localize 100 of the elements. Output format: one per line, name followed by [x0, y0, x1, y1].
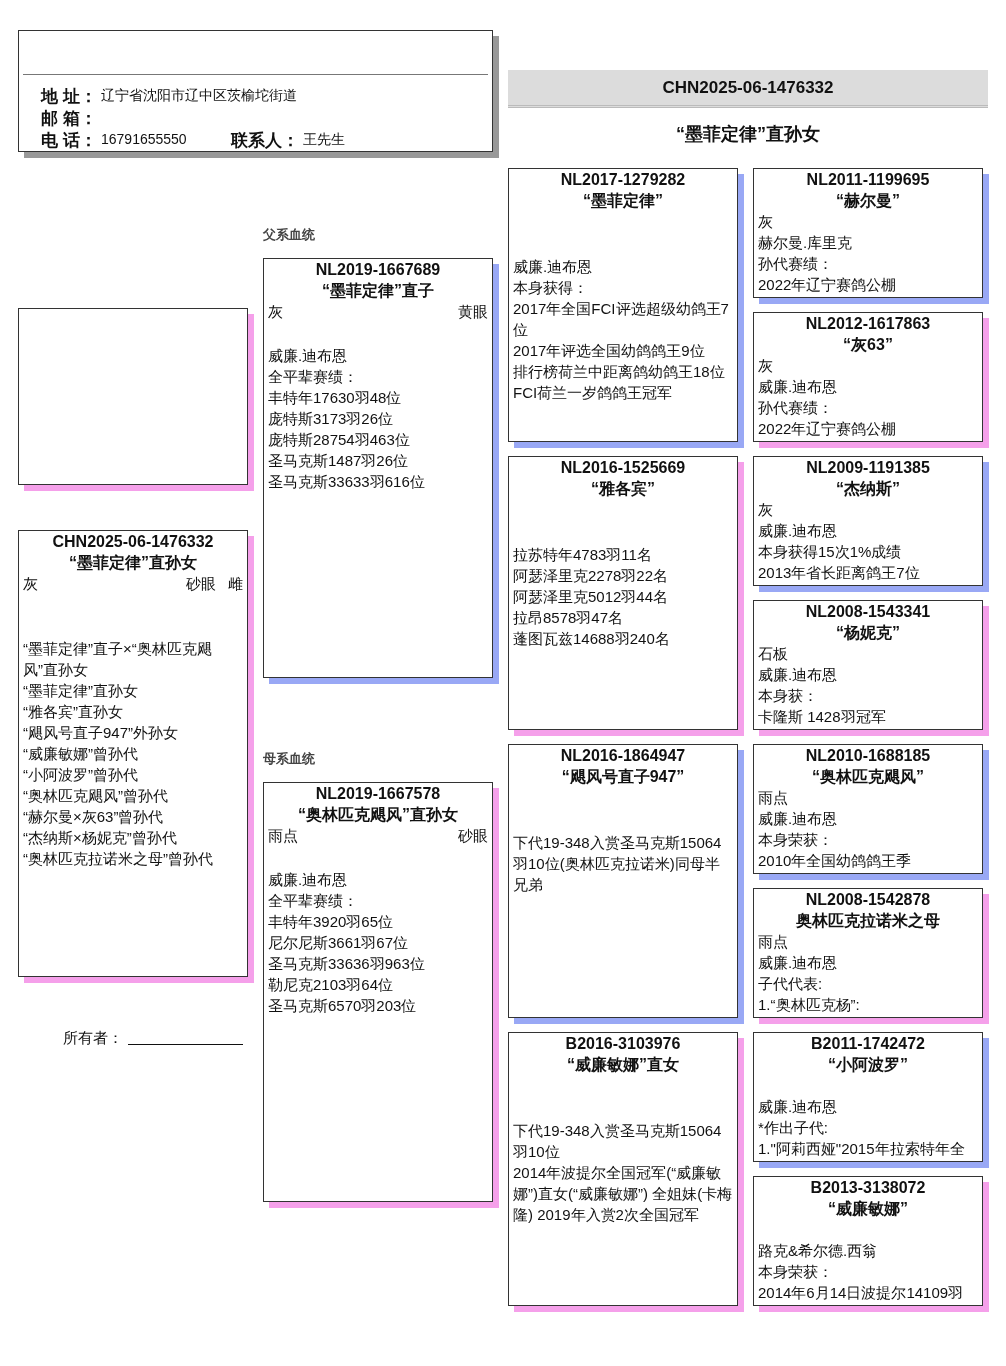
- pigeon-name: “赫尔曼”: [835, 191, 901, 211]
- card-text: 威廉.迪布恩: [267, 346, 349, 366]
- card-text: 本身获得15次1%成绩: [757, 542, 903, 562]
- card-text: 灰: [757, 500, 774, 520]
- ring-number: NL2008-1542878: [804, 890, 932, 910]
- card-text: 1."阿莉西娅"2015年拉索特年全: [757, 1139, 966, 1159]
- card-text: 威廉.迪布恩: [757, 665, 839, 685]
- ring-number: NL2016-1525669: [559, 458, 687, 478]
- pedigree-card: [753, 168, 983, 298]
- pedigree-card: [18, 530, 248, 977]
- pedigree-card: [508, 456, 738, 730]
- card-text: 子代代表:: [757, 974, 824, 994]
- ring-number: NL2016-1864947: [559, 746, 687, 766]
- pigeon-name: “奥林匹克飓风”: [811, 767, 925, 787]
- card-text: 威廉.迪布恩: [757, 521, 839, 541]
- pedigree-card: [263, 782, 493, 1202]
- card-text: 2014年波提尔全国冠军(“威廉敏娜”)直女(“威廉敏娜”) 全姐妹(卡梅隆) 2019年入赏2次全国冠军: [512, 1163, 734, 1225]
- card-text: 灰: [268, 302, 283, 322]
- card-text: 本身获得：: [512, 278, 589, 298]
- field-label: 邮 箱：: [41, 108, 97, 130]
- card-text: 威廉.迪布恩: [757, 809, 839, 829]
- pigeon-name: “威廉敏娜”直女: [566, 1055, 680, 1075]
- card-text: 赫尔曼.库里克: [757, 233, 854, 253]
- card-text: 灰: [23, 574, 38, 594]
- card-text: 本身获：: [757, 686, 819, 706]
- card-text: 2022年辽宁赛鸽公棚: [757, 419, 898, 439]
- card-text: 排行榜荷兰中距离鸽幼鸽王18位: [512, 362, 726, 382]
- pigeon-name: “墨菲定律”直孙女: [68, 553, 198, 573]
- pedigree-card: [753, 888, 983, 1018]
- card-text: 勒尼克2103羽64位: [267, 975, 395, 995]
- card-text: 黄眼: [458, 302, 488, 322]
- card-text: “墨菲定律”直孙女: [22, 681, 139, 701]
- pedigree-card: [508, 744, 738, 1018]
- card-text: “墨菲定律”直子×“奥林匹克飓风”直孙女: [22, 639, 213, 680]
- ring-number: CHN2025-06-1476332: [51, 532, 215, 552]
- card-text: 拉昂8578羽47名: [512, 608, 625, 628]
- card-text: 孙代赛绩：: [757, 254, 834, 274]
- pigeon-name: 奥林匹克拉诺米之母: [795, 911, 941, 931]
- pigeon-name: “杰纳斯”: [835, 479, 901, 499]
- ring-number: NL2009-1191385: [805, 458, 931, 478]
- ring-number: NL2012-1617863: [804, 314, 932, 334]
- card-text: 雨点: [757, 788, 789, 808]
- card-text: 2014年6月14日波提尔14109羽: [757, 1283, 965, 1303]
- field-label: 地 址：: [41, 86, 97, 108]
- card-text: 2022年辽宁赛鸽公棚: [757, 275, 898, 295]
- card-text: 威廉.迪布恩: [267, 870, 349, 890]
- card-text: 灰: [757, 212, 774, 232]
- card-text: 庞特斯28754羽463位: [267, 430, 411, 450]
- header-box: [18, 30, 493, 152]
- field-value: 王先生: [303, 131, 345, 149]
- card-text: 威廉.迪布恩: [757, 953, 839, 973]
- card-text: 本身荣获：: [757, 830, 834, 850]
- card-text: 路克&希尔德.西翁: [757, 1241, 879, 1261]
- card-text: 砂眼: [458, 826, 488, 846]
- card-text: 阿瑟泽里克5012羽44名: [512, 587, 670, 607]
- pigeon-name: “威廉敏娜”: [827, 1199, 909, 1219]
- card-text: 圣马克斯6570羽203位: [267, 996, 418, 1016]
- ring-number: NL2010-1688185: [804, 746, 932, 766]
- card-text: 庞特斯3173羽26位: [267, 409, 395, 429]
- pedigree-card: [753, 1176, 983, 1306]
- pigeon-name: “飓风号直子947”: [560, 767, 686, 787]
- card-text: 2017年评选全国幼鸽鸽王9位: [512, 341, 706, 361]
- pedigree-card: [753, 456, 983, 586]
- card-text: “奥林匹克飓风”曾孙代: [22, 786, 169, 806]
- pigeon-name: “奥林匹克飓风”直孙女: [297, 805, 459, 825]
- card-text: 2017年全国FCI评选超级幼鸽王7位: [512, 299, 730, 340]
- card-text: 蓬图瓦兹14688羽240名: [512, 629, 671, 649]
- ring-banner: [508, 70, 988, 108]
- card-text: 全平辈赛绩：: [267, 367, 359, 387]
- field-label: 电 话：: [41, 130, 97, 152]
- pigeon-name: “雅各宾”: [590, 479, 656, 499]
- card-text: “威廉敏娜”曾孙代: [22, 744, 139, 764]
- card-text: 2010年全国幼鸽鸽王季: [757, 851, 913, 871]
- pigeon-name: “灰63”: [842, 335, 894, 355]
- card-text: 阿瑟泽里克2278羽22名: [512, 566, 670, 586]
- card-text: 雨点: [757, 932, 789, 952]
- field-label: 联系人：: [231, 130, 299, 152]
- card-text: 砂眼: [186, 574, 216, 594]
- pedigree-card: [508, 168, 738, 442]
- field-label: 所有者：: [63, 1029, 123, 1048]
- ring-number: CHN2025-06-1476332: [661, 78, 835, 98]
- ring-number: NL2008-1543341: [804, 602, 932, 622]
- card-text: 卡隆斯 1428羽冠军: [757, 707, 887, 727]
- card-text: 孙代赛绩：: [757, 398, 834, 418]
- card-text: “小阿波罗”曾孙代: [22, 765, 139, 785]
- pedigree-card: [753, 1032, 983, 1162]
- card-text: “奥林匹克拉诺米之母”曾孙代: [22, 849, 214, 869]
- card-text: 石板: [757, 644, 789, 664]
- pedigree-card: [753, 600, 983, 730]
- card-text: 丰特年3920羽65位: [267, 912, 395, 932]
- empty-box: [18, 308, 248, 485]
- pedigree-card: [753, 744, 983, 874]
- card-text: 雌: [228, 574, 243, 594]
- pigeon-name: “小阿波罗”: [827, 1055, 909, 1075]
- section-label: 父系血统: [263, 226, 315, 244]
- card-text: “杰纳斯×杨妮克”曾孙代: [22, 828, 178, 848]
- pigeon-name: “杨妮克”: [835, 623, 901, 643]
- card-text: 灰: [757, 356, 774, 376]
- pigeon-name: “墨菲定律”: [582, 191, 664, 211]
- card-text: “赫尔曼×灰63”曾孙代: [22, 807, 165, 827]
